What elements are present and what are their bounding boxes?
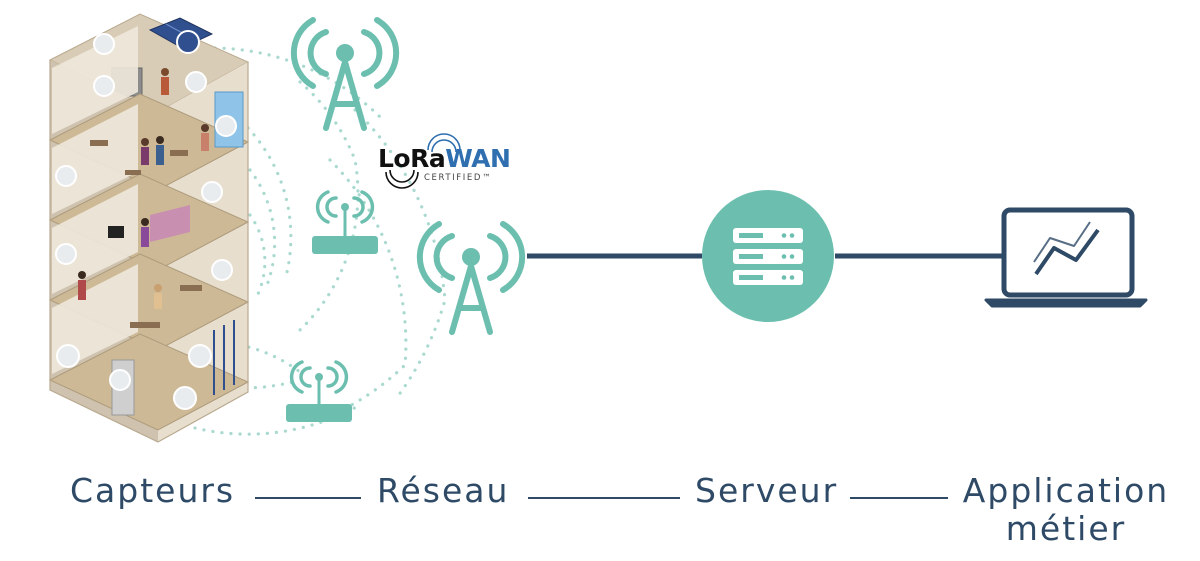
antenna-tower-icon [290, 17, 400, 131]
gateway-router-icon [286, 360, 352, 422]
gateway-router-icon [312, 190, 378, 254]
step-label-application-line2: métier [1005, 509, 1127, 548]
laptop-chart-icon [984, 207, 1148, 308]
lorawan-logo: LoRaWAN CERTIFIED™ [378, 145, 518, 187]
step-label-application: Application métier [958, 472, 1174, 548]
lorawan-logo-signal-icon [385, 133, 461, 189]
step-connector [255, 497, 361, 499]
building-cutaway-icon [48, 13, 250, 443]
antenna-tower-icon [416, 221, 526, 335]
logo-trademark: ™ [482, 173, 493, 183]
step-label-network: Réseau [377, 471, 510, 510]
step-label-application-line1: Application [962, 471, 1170, 510]
step-connector [850, 497, 948, 499]
logo-wan-text: WAN [445, 144, 511, 173]
server-icon [702, 190, 834, 322]
step-label-sensors: Capteurs [70, 471, 236, 510]
step-connector [528, 497, 680, 499]
logo-certified-text: CERTIFIED [424, 173, 483, 183]
logo-lora-text: LoRa [378, 144, 446, 173]
step-label-server: Serveur [695, 471, 839, 510]
